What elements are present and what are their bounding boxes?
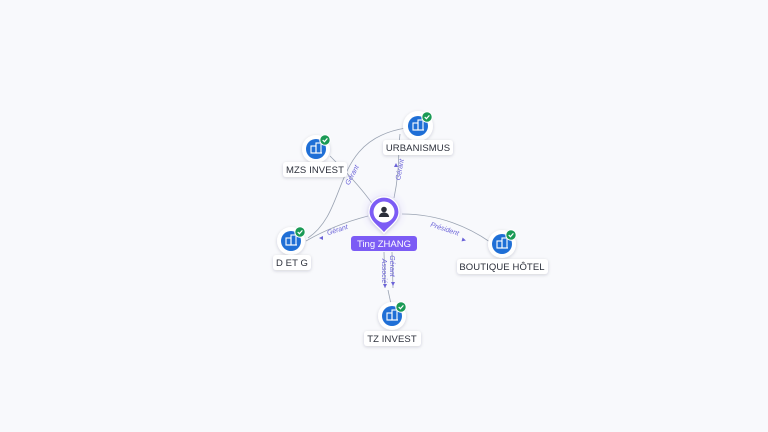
verified-badge-icon (421, 111, 433, 123)
building-icon (412, 119, 424, 131)
company-label-detg[interactable]: D ET G (273, 255, 311, 270)
edge-tz-a[interactable] (383, 251, 386, 289)
verified-badge-icon (294, 226, 306, 238)
person-name: Ting ZHANG (357, 239, 411, 250)
company-label-bh[interactable]: BOUTIQUE HÔTEL (457, 259, 548, 274)
arrow-urb (394, 163, 398, 167)
person-label[interactable]: Ting ZHANG (351, 236, 417, 251)
edges-layer (305, 127, 491, 305)
company-label-urb[interactable]: URBANISMUS (383, 140, 453, 155)
building-icon (310, 142, 322, 154)
building-icon (386, 309, 398, 321)
edge-label-tz-b: Associé (380, 258, 387, 284)
arrow-bh (461, 237, 466, 242)
building-icon (496, 237, 508, 249)
verified-badge-icon (505, 229, 517, 241)
edge-urb[interactable] (393, 133, 401, 199)
company-label-mzs[interactable]: MZS INVEST (283, 162, 347, 177)
person-icon (378, 206, 390, 217)
company-node-mzs[interactable] (302, 134, 331, 163)
edge-tz-link (387, 289, 392, 305)
arrow-tz-a (383, 284, 387, 288)
company-name: D ET G (276, 258, 308, 269)
company-node-bh[interactable] (488, 229, 517, 258)
edge-label-mzs: Gérant (345, 163, 362, 186)
edge-label-urb: Gérant (395, 158, 406, 181)
company-name: TZ INVEST (367, 334, 417, 345)
person-node[interactable] (360, 188, 408, 236)
company-name: BOUTIQUE HÔTEL (459, 262, 544, 273)
company-node-tz[interactable] (378, 301, 407, 330)
arrow-detg (319, 236, 323, 240)
company-name: URBANISMUS (386, 143, 450, 154)
company-node-detg[interactable] (277, 226, 306, 255)
edge-urb-detg[interactable] (307, 127, 407, 239)
arrow-tz-b (391, 282, 395, 286)
edge-label-tz-a: Gérant (388, 255, 395, 277)
verified-badge-icon (395, 301, 407, 313)
company-label-tz[interactable]: TZ INVEST (364, 331, 421, 346)
company-name: MZS INVEST (286, 165, 344, 176)
edge-bh[interactable] (401, 213, 491, 243)
building-icon (285, 234, 297, 246)
verified-badge-icon (319, 134, 331, 146)
company-node-urb[interactable] (403, 111, 433, 141)
